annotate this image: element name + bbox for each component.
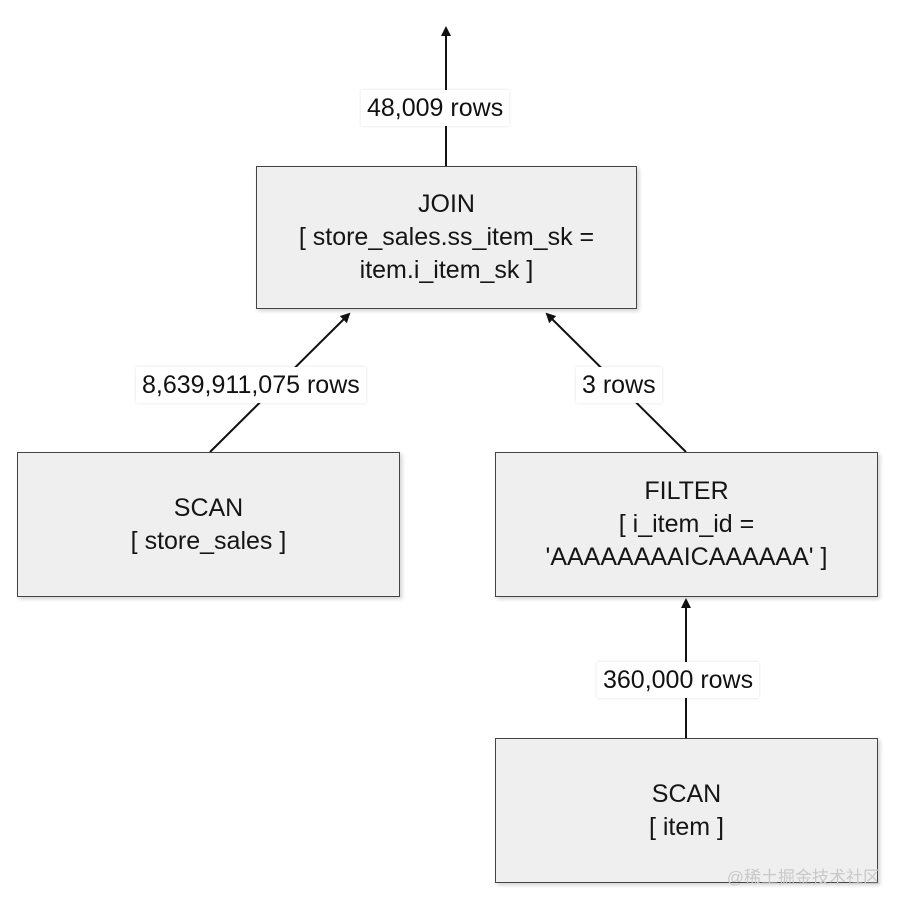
scan-item-table: [ item ] (648, 812, 724, 841)
scan-item-node: SCAN [ item ] (495, 738, 878, 883)
join-node-title: JOIN (418, 190, 475, 218)
filter-node-condition-line2: 'AAAAAAAAICAAAAAA' ] (545, 543, 828, 571)
join-node-condition-line1: [ store_sales.ss_item_sk = (298, 223, 595, 251)
join-node: JOIN [ store_sales.ss_item_sk = item.i_i… (256, 166, 637, 309)
filter-node: FILTER [ i_item_id = 'AAAAAAAAICAAAAAA' … (495, 452, 878, 597)
scan-store-sales-node: SCAN [ store_sales ] (17, 452, 400, 597)
watermark: @稀土掘金技术社区 (726, 868, 880, 887)
scan-item-title: SCAN (651, 779, 722, 808)
filter-node-condition-line1: [ i_item_id = (618, 510, 755, 538)
join-output-row-count: 48,009 rows (361, 90, 510, 126)
store-sales-row-count: 8,639,911,075 rows (136, 367, 366, 403)
join-node-condition-line2: item.i_item_sk ] (359, 256, 534, 284)
scan-store-sales-title: SCAN (173, 493, 244, 522)
filter-row-count: 3 rows (576, 367, 662, 403)
scan-store-sales-table: [ store_sales ] (130, 526, 287, 555)
filter-node-title: FILTER (644, 477, 729, 505)
item-row-count: 360,000 rows (597, 662, 760, 698)
